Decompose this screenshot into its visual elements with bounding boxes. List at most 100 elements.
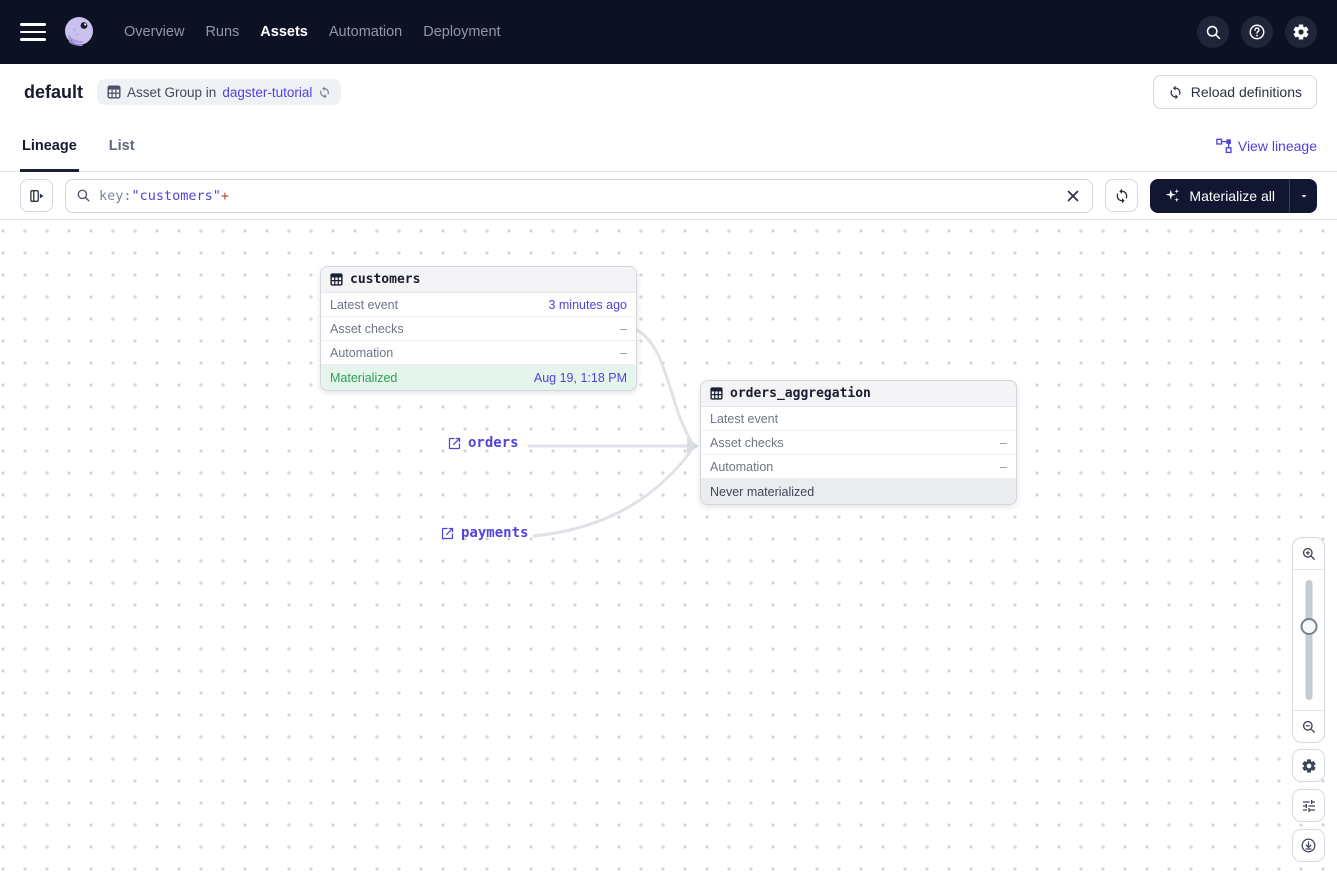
sidebar-toggle-button[interactable] <box>20 179 53 212</box>
menu-icon[interactable] <box>20 19 46 45</box>
nav-item-runs[interactable]: Runs <box>205 24 240 40</box>
row-value: – <box>620 345 627 360</box>
materialize-dropdown-button[interactable] <box>1289 178 1317 213</box>
tab-list[interactable]: List <box>107 120 137 171</box>
panel-expand-icon <box>29 189 44 202</box>
zoom-slider-handle[interactable] <box>1300 618 1317 635</box>
node-row-latest-event: Latest event 3 minutes ago <box>321 293 636 317</box>
gear-icon <box>1301 758 1316 773</box>
row-label: Automation <box>330 345 394 360</box>
row-value: – <box>1000 459 1007 474</box>
edges-layer <box>527 328 699 538</box>
gear-icon <box>1293 24 1309 40</box>
clear-search-button[interactable] <box>1064 187 1082 205</box>
recenter-view-button[interactable] <box>1292 829 1325 862</box>
materialize-all-button[interactable]: Materialize all <box>1150 179 1289 213</box>
status-badge: Materialized <box>330 370 398 385</box>
search-icon <box>1206 25 1220 39</box>
materialization-timestamp-link[interactable]: Aug 19, 1:18 PM <box>533 370 627 385</box>
lineage-graph-icon <box>1216 138 1232 153</box>
search-field-token: key: <box>99 187 132 204</box>
search-icon <box>77 189 90 202</box>
row-value: – <box>620 321 627 336</box>
arrow-down-circle-icon <box>1301 838 1316 853</box>
external-asset-label: orders <box>468 435 519 451</box>
materialize-all-label: Materialize all <box>1189 187 1275 204</box>
tune-sliders-icon <box>1302 799 1315 812</box>
zoom-slider-track[interactable] <box>1305 580 1312 700</box>
nav-item-overview[interactable]: Overview <box>124 24 185 40</box>
badge-label: Asset Group in <box>127 84 217 100</box>
node-row-asset-checks: Asset checks – <box>701 431 1016 455</box>
materialize-button-group: Materialize all <box>1150 178 1317 213</box>
help-button[interactable] <box>1241 16 1273 48</box>
search-query: key: "customers" + <box>99 188 1056 204</box>
reload-definitions-label: Reload definitions <box>1190 84 1302 100</box>
table-icon <box>107 85 121 99</box>
search-value-token: "customers" <box>131 187 221 204</box>
edge-customers-orders-aggregation <box>635 328 693 443</box>
sparkle-icon <box>1166 188 1180 203</box>
graph-filters-button[interactable] <box>1292 789 1325 822</box>
zoom-out-button[interactable] <box>1293 711 1324 742</box>
close-icon <box>1068 190 1079 201</box>
nav-item-deployment[interactable]: Deployment <box>423 24 501 40</box>
primary-nav: Overview Runs Assets Automation Deployme… <box>124 24 501 40</box>
edge-arrowhead-icon <box>687 438 699 454</box>
badge-reload-icon[interactable] <box>318 86 331 99</box>
code-location-link[interactable]: dagster-tutorial <box>222 84 313 100</box>
external-link-icon <box>448 437 461 449</box>
asset-node-customers[interactable]: customers Latest event 3 minutes ago Ass… <box>320 266 637 391</box>
node-row-asset-checks: Asset checks – <box>321 317 636 341</box>
refresh-graph-button[interactable] <box>1105 179 1139 212</box>
latest-event-link[interactable]: 3 minutes ago <box>548 297 627 312</box>
asset-name: customers <box>350 272 421 287</box>
asset-node-header: customers <box>321 267 636 293</box>
caret-down-icon <box>1301 194 1306 197</box>
node-status-row: Never materialized <box>701 479 1016 504</box>
node-row-latest-event: Latest event <box>701 407 1016 431</box>
node-status-row: Materialized Aug 19, 1:18 PM <box>321 365 636 390</box>
row-label: Automation <box>710 459 774 474</box>
search-operator-token: + <box>220 187 230 204</box>
asset-name: orders_aggregation <box>730 386 871 401</box>
reload-icon <box>1170 85 1181 99</box>
dagster-logo-icon[interactable] <box>60 13 98 51</box>
divider <box>1293 569 1324 570</box>
refresh-icon <box>1116 188 1128 203</box>
top-navbar: Overview Runs Assets Automation Deployme… <box>0 0 1337 64</box>
nav-item-assets[interactable]: Assets <box>260 24 308 40</box>
help-icon <box>1249 24 1265 40</box>
lineage-graph-canvas[interactable]: customers Latest event 3 minutes ago Ass… <box>0 220 1337 873</box>
page-title: default <box>24 81 84 102</box>
node-row-automation: Automation – <box>321 341 636 365</box>
lineage-toolbar: key: "customers" + Materialize all <box>0 172 1337 220</box>
zoom-out-icon <box>1302 720 1315 733</box>
external-link-icon <box>441 527 454 539</box>
node-row-automation: Automation – <box>701 455 1016 479</box>
edge-payments-orders-aggregation <box>532 449 693 538</box>
asset-node-header: orders_aggregation <box>701 381 1016 407</box>
zoom-in-button[interactable] <box>1293 538 1324 569</box>
graph-settings-button[interactable] <box>1292 749 1325 782</box>
page-header: default Asset Group in dagster-tutorial … <box>0 64 1337 120</box>
search-button[interactable] <box>1197 16 1229 48</box>
zoom-slider[interactable] <box>1293 570 1324 710</box>
reload-definitions-button[interactable]: Reload definitions <box>1152 75 1317 109</box>
external-asset-orders[interactable]: orders <box>447 435 519 451</box>
asset-group-badge: Asset Group in dagster-tutorial <box>97 79 342 105</box>
row-label: Latest event <box>710 411 779 426</box>
table-icon <box>710 387 723 400</box>
settings-button[interactable] <box>1285 16 1317 48</box>
asset-search-input[interactable]: key: "customers" + <box>65 178 1094 213</box>
divider <box>1293 710 1324 711</box>
view-lineage-label: View lineage <box>1237 137 1317 154</box>
tab-lineage[interactable]: Lineage <box>20 120 79 172</box>
row-value: – <box>1000 435 1007 450</box>
external-asset-payments[interactable]: payments <box>440 525 528 541</box>
view-lineage-link[interactable]: View lineage <box>1216 138 1317 154</box>
nav-item-automation[interactable]: Automation <box>328 24 403 40</box>
table-icon <box>330 273 343 286</box>
asset-node-orders-aggregation[interactable]: orders_aggregation Latest event Asset ch… <box>700 380 1017 505</box>
status-badge: Never materialized <box>710 484 815 499</box>
